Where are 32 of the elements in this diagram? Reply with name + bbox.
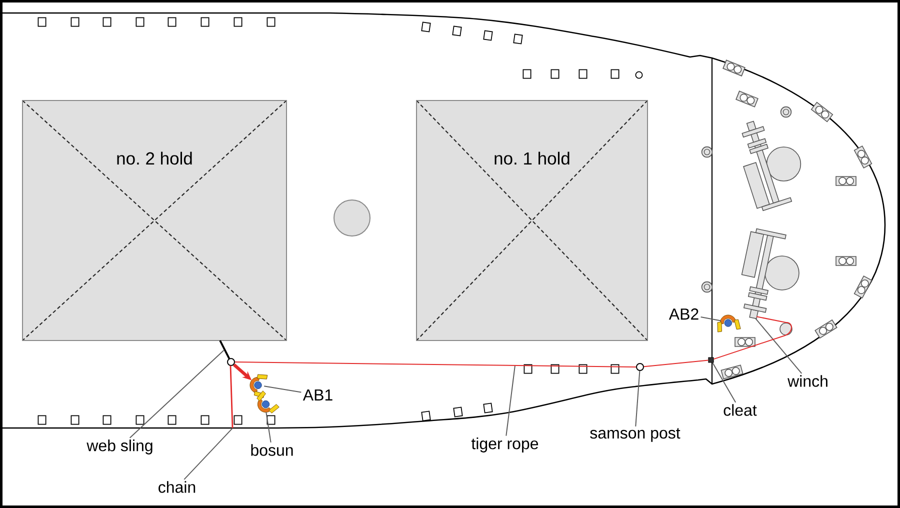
leader-line — [129, 350, 224, 438]
sling — [219, 340, 230, 360]
rope — [643, 360, 709, 368]
leader-line — [264, 386, 302, 393]
leader-line — [755, 318, 802, 374]
part-label: bosun — [251, 444, 293, 456]
leader-line — [635, 370, 640, 427]
part-label: chain — [158, 481, 196, 493]
part-label: web sling — [86, 440, 152, 454]
part-label: samson post — [590, 428, 680, 442]
rope — [713, 316, 792, 360]
part-label: tiger rope — [471, 438, 538, 452]
winch-drawing — [741, 228, 800, 320]
chain — [230, 366, 234, 428]
rope — [234, 362, 636, 368]
leader-line — [712, 362, 736, 403]
cleat — [708, 357, 714, 363]
leader-line — [700, 316, 722, 322]
person-figure — [717, 314, 741, 332]
hold-box: no. 2 hold — [22, 100, 287, 341]
person-figure — [256, 390, 280, 414]
part-label: AB1 — [302, 389, 332, 400]
leader-line — [184, 428, 234, 480]
leader-line — [266, 412, 272, 443]
part-label: winch — [788, 375, 828, 387]
part-label: AB2 — [668, 308, 698, 320]
leader-line — [506, 365, 516, 436]
person-figure — [250, 374, 268, 398]
post-circle — [636, 363, 644, 371]
hold-box: no. 1 hold — [416, 100, 648, 341]
ring — [227, 358, 235, 366]
part-label: cleat — [724, 404, 757, 416]
